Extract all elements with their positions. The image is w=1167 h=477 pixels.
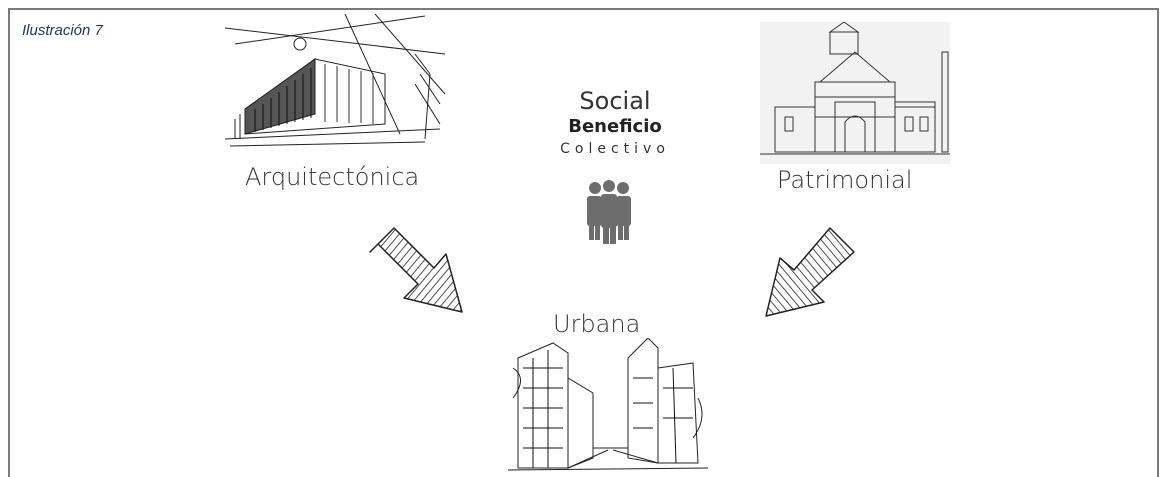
social-title: Social [579, 87, 651, 115]
people-group-icon [587, 180, 631, 244]
social-benefit-group: Social Beneficio Colectivo [540, 86, 690, 160]
urban-street-sketch [508, 338, 708, 471]
node-urbana: Urbana [553, 310, 641, 338]
hatched-arrow-left [369, 227, 463, 313]
social-collective: Colectivo [560, 141, 670, 157]
node-patrimonial: Patrimonial [777, 166, 913, 194]
heritage-church-sketch [760, 22, 950, 164]
node-arquitectonica: Arquitectónica [245, 163, 420, 191]
social-subtitle: Beneficio [568, 116, 662, 137]
architecture-sketch [225, 14, 446, 147]
hatched-arrow-right [765, 227, 855, 317]
figure-caption: Ilustración 7 [22, 22, 103, 39]
figure-frame [8, 8, 1159, 477]
